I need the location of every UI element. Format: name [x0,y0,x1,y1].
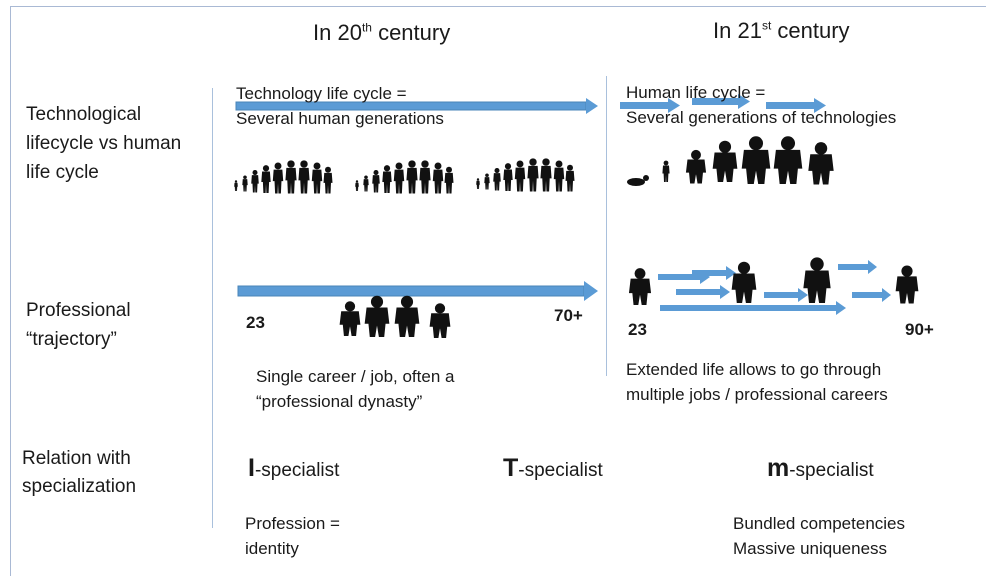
arrow-career-trajectory-20th [237,281,598,301]
m-specialist-note-line2: Massive uniqueness [733,539,888,558]
m-specialist-label: m-specialist [767,454,874,482]
human-lifecycle-21st-line2: Several generations of technologies [626,108,897,127]
header-20th-century: In 20th century [313,20,451,45]
tech-lifecycle-20th-line2: Several human generations [236,109,444,128]
career-20th-line1: Single career / job, often a [256,367,455,386]
i-specialist-note-line1: Profession = [245,514,340,533]
career-21st-line1: Extended life allows to go through [626,360,882,379]
human-lifecycle-21st-line1: Human life cycle = [626,83,766,102]
arrow-tech-lifecycle-20th [235,98,598,114]
age-start-21st: 23 [628,320,647,339]
silhouettes-generations-20th [234,158,575,194]
i-specialist-note-line2: identity [245,539,299,558]
arrows-career-trajectory-21st [658,260,891,315]
i-specialist-label: I-specialist [248,454,340,482]
header-21st-century: In 21st century [713,18,850,43]
frame-top-border [10,6,986,7]
career-20th-line2: “professional dynasty” [256,392,423,411]
row-label-specialization: Relation with specialization [22,448,137,497]
silhouettes-career-20th [339,295,451,338]
t-specialist-label: T-specialist [503,454,603,482]
age-start-20th: 23 [246,313,265,332]
silhouettes-life-stages-21st [627,136,834,186]
career-21st-line2: multiple jobs / professional careers [626,385,888,404]
m-specialist-note-line1: Bundled competencies [733,514,906,533]
frame-left-border [10,6,11,576]
column-divider-right [606,76,607,376]
column-divider-left [212,88,213,528]
age-end-21st: 90+ [905,320,934,339]
arrows-tech-generations-21st [620,94,826,113]
tech-lifecycle-20th-line1: Technology life cycle = [236,84,407,103]
row-label-lifecycle: Technological lifecycle vs human life cy… [26,104,182,183]
age-end-20th: 70+ [554,306,583,325]
row-label-trajectory: Professional “trajectory” [26,300,131,350]
